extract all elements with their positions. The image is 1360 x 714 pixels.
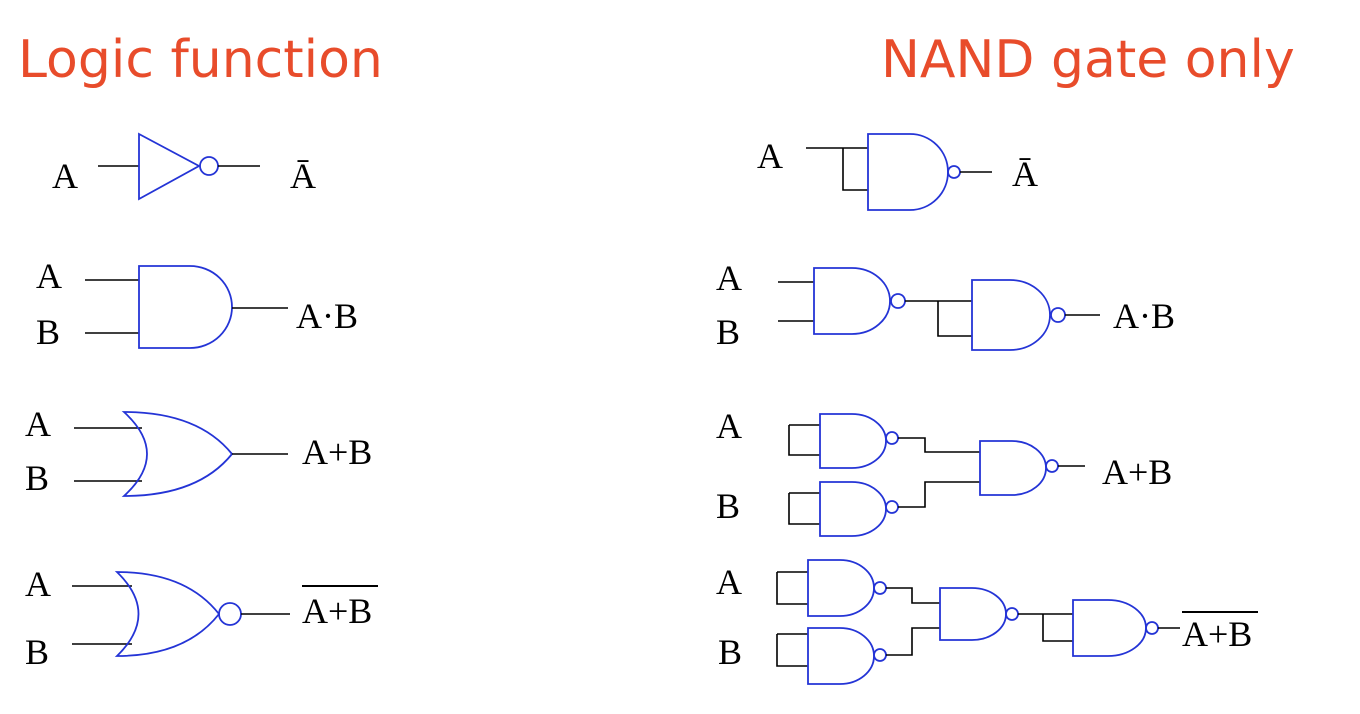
right-nor-nand-out xyxy=(1072,599,1147,657)
left-not-row: A Ā xyxy=(52,132,316,201)
left-nor-row: A B A+B xyxy=(25,564,378,672)
left-or-row: A B A+B xyxy=(25,404,372,498)
left-nor-output-label: A+B xyxy=(302,591,372,631)
left-nor-bubble xyxy=(218,602,242,626)
left-nor-input-a-label: A xyxy=(25,564,51,604)
right-and-output-label: A·B xyxy=(1113,296,1175,336)
right-and-nand-2 xyxy=(971,279,1051,351)
left-nor-gate xyxy=(114,571,221,657)
left-and-output-label: A·B xyxy=(296,296,358,336)
right-not-nand xyxy=(867,133,949,211)
left-or-input-b-label: B xyxy=(25,458,49,498)
left-and-input-a-label: A xyxy=(36,256,62,296)
left-and-row: A B A·B xyxy=(36,256,358,352)
right-or-input-a-wire xyxy=(788,424,820,456)
right-or-bubble-out xyxy=(1045,459,1059,473)
right-or-mid-wire-a xyxy=(898,437,980,453)
right-or-nand-b xyxy=(819,481,887,537)
right-nor-input-a-wire xyxy=(776,571,808,605)
left-or-output-label: A+B xyxy=(302,432,372,472)
right-or-output-label: A+B xyxy=(1102,452,1172,492)
right-or-input-b-label: B xyxy=(716,486,740,526)
right-and-mid-wire xyxy=(905,300,972,337)
right-and-input-b-label: B xyxy=(716,312,740,352)
right-and-bubble-2 xyxy=(1050,307,1066,323)
right-not-output-label: Ā xyxy=(1012,154,1038,194)
right-and-nand-1 xyxy=(813,267,891,335)
left-not-gate xyxy=(138,132,201,201)
left-or-input-a-label: A xyxy=(25,404,51,444)
right-not-input-label: A xyxy=(757,136,783,176)
right-not-bubble xyxy=(947,165,961,179)
right-nor-row: A B A+B xyxy=(716,559,1258,685)
right-nor-mid-wire-a xyxy=(886,587,940,604)
right-or-bubble-a xyxy=(885,431,899,445)
right-or-mid-wire-b xyxy=(898,481,980,508)
right-nor-input-b-wire xyxy=(776,633,808,667)
right-nor-bubble-b xyxy=(873,648,887,662)
right-and-bubble-1 xyxy=(890,293,906,309)
right-or-row: A B A+B xyxy=(716,406,1172,537)
right-not-row: A Ā xyxy=(757,133,1038,211)
right-or-input-b-wire xyxy=(788,492,820,525)
right-nor-bubble-a xyxy=(873,581,887,595)
right-or-nand-out xyxy=(979,440,1047,496)
right-nor-bubble-out xyxy=(1145,621,1159,635)
left-not-input-label: A xyxy=(52,156,78,196)
left-or-gate xyxy=(121,411,234,497)
left-and-gate xyxy=(138,265,233,349)
right-or-nand-a xyxy=(819,413,887,469)
right-nor-input-a-label: A xyxy=(716,562,742,602)
right-nor-bubble-mid xyxy=(1005,607,1019,621)
right-or-input-a-label: A xyxy=(716,406,742,446)
right-nor-mid-wire-b xyxy=(886,627,940,656)
right-or-bubble-b xyxy=(885,500,899,514)
right-nor-nand-b xyxy=(807,627,875,685)
right-and-input-a-label: A xyxy=(716,258,742,298)
left-title: Logic function xyxy=(18,30,383,90)
right-and-row: A B A·B xyxy=(716,258,1175,352)
left-nor-input-b-label: B xyxy=(25,632,49,672)
left-not-output-label: Ā xyxy=(290,156,316,196)
right-nor-output-label: A+B xyxy=(1182,614,1252,654)
right-nor-nand-mid xyxy=(939,587,1007,641)
right-nor-mid-wire-c xyxy=(1018,613,1073,642)
right-nor-input-b-label: B xyxy=(718,632,742,672)
left-not-bubble xyxy=(199,156,219,176)
right-title: NAND gate only xyxy=(881,30,1295,90)
right-not-input-wire xyxy=(806,147,868,191)
right-nor-nand-a xyxy=(807,559,875,617)
left-and-input-b-label: B xyxy=(36,312,60,352)
